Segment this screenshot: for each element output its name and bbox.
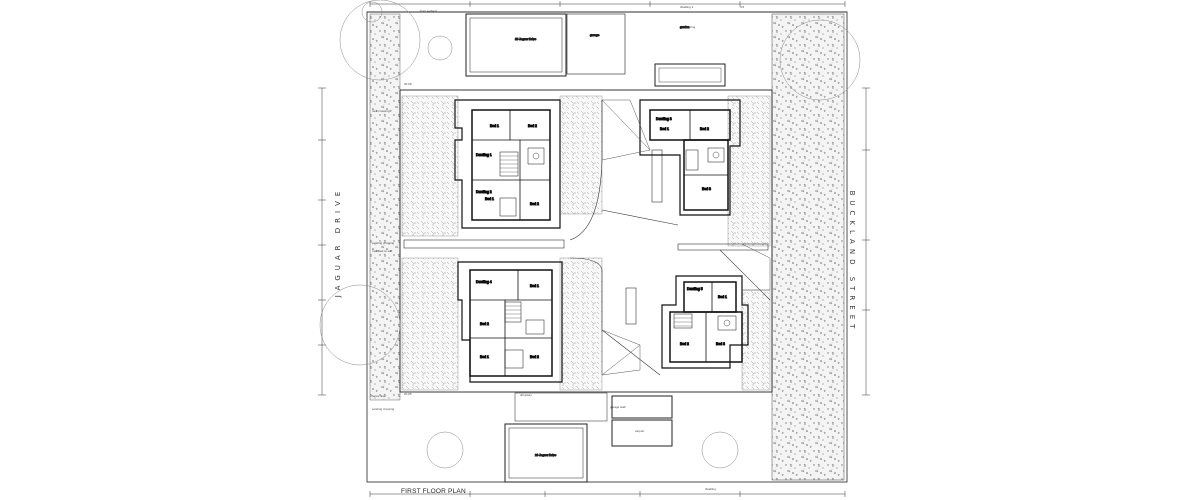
svg-text:Dwelling 3: Dwelling 3 — [656, 117, 672, 121]
svg-text:Bed 2: Bed 2 — [480, 322, 489, 326]
svg-text:Bed 1: Bed 1 — [490, 124, 499, 128]
svg-text:Bed 2: Bed 2 — [700, 127, 709, 131]
roof-outlines — [601, 99, 771, 376]
house-4-floor-plan: Dwelling 5 Bed 1 Bed 2 Bed 3 — [661, 275, 749, 369]
street-name-east: BUCKLAND STREET — [848, 191, 856, 334]
svg-text:Bed 2: Bed 2 — [530, 355, 539, 359]
house-2-floor-plan: Dwelling 3 Bed 1 Bed 2 Bed 3 — [639, 99, 741, 216]
site-boundary — [366, 11, 848, 483]
svg-text:Bed 3: Bed 3 — [702, 187, 711, 191]
svg-text:modified to suit: modified to suit — [372, 249, 392, 253]
shed-top — [654, 63, 726, 87]
svg-text:driveway: driveway — [520, 393, 532, 397]
svg-text:Bed 1: Bed 1 — [480, 355, 489, 359]
house-3-floor-plan: Dwelling 4 Bed 1 Bed 2 Bed 1 Bed 2 — [457, 261, 563, 383]
development-plot — [399, 89, 773, 393]
svg-text:garage: garage — [590, 33, 600, 37]
svg-text:Bed 1: Bed 1 — [660, 127, 669, 131]
bottom-dimension-line — [369, 491, 846, 497]
svg-text:carport: carport — [635, 429, 645, 433]
svg-text:Bed 1: Bed 1 — [530, 284, 539, 288]
svg-text:front setback: front setback — [420, 9, 438, 13]
svg-text:Dwelling 4: Dwelling 4 — [476, 280, 492, 284]
svg-text:existing crossing: existing crossing — [372, 407, 395, 411]
svg-text:fence line: fence line — [372, 394, 385, 398]
svg-text:16 Jaguar Drive: 16 Jaguar Drive — [515, 37, 537, 41]
svg-text:dwelling 3: dwelling 3 — [680, 5, 694, 9]
top-dimension-line — [369, 1, 846, 7]
svg-text:Bed 2: Bed 2 — [680, 342, 689, 346]
central-driveway — [403, 100, 771, 376]
svg-text:Bed 2: Bed 2 — [528, 124, 537, 128]
right-gravel-band — [771, 13, 845, 481]
house-1-floor-plan: Bed 1 Bed 2 Dwelling 1 Dwelling 2 Bed 1 … — [454, 99, 561, 229]
svg-text:Dwelling 2: Dwelling 2 — [476, 190, 492, 194]
garden-hatching — [401, 95, 771, 391]
svg-text:Dwelling 5: Dwelling 5 — [687, 287, 703, 291]
street-name-west: JAGUAR DRIVE — [334, 187, 342, 299]
left-gravel-strip — [369, 13, 401, 401]
svg-text:20.05: 20.05 — [404, 392, 412, 396]
svg-text:Bed 1: Bed 1 — [485, 197, 494, 201]
right-dimension-line — [862, 87, 870, 396]
svg-text:dwelling: dwelling — [705, 487, 716, 491]
annotations: front setback dwelling 3 4.5 new crossin… — [372, 5, 745, 491]
neighbour-building-top: 16 Jaguar Drive garage garden — [465, 13, 690, 77]
drawing-title: FIRST FLOOR PLAN — [401, 488, 466, 495]
neighbour-building-bottom: 26 Jaguar Drive — [504, 392, 673, 483]
trees — [319, 0, 861, 469]
svg-text:garden: garden — [680, 25, 690, 29]
svg-text:existing crossing: existing crossing — [372, 241, 395, 245]
left-dimension-line — [318, 87, 326, 396]
svg-text:Bed 2: Bed 2 — [530, 202, 539, 206]
svg-text:20.05: 20.05 — [404, 82, 412, 86]
svg-text:new crossing: new crossing — [372, 109, 390, 113]
svg-text:26 Jaguar Drive: 26 Jaguar Drive — [535, 453, 557, 457]
svg-text:garage slab: garage slab — [610, 405, 626, 409]
svg-text:existing: existing — [685, 25, 696, 29]
svg-text:Bed 3: Bed 3 — [716, 342, 725, 346]
svg-text:4.5: 4.5 — [740, 5, 745, 9]
svg-text:Bed 1: Bed 1 — [718, 295, 727, 299]
svg-text:Dwelling 1: Dwelling 1 — [476, 153, 492, 157]
